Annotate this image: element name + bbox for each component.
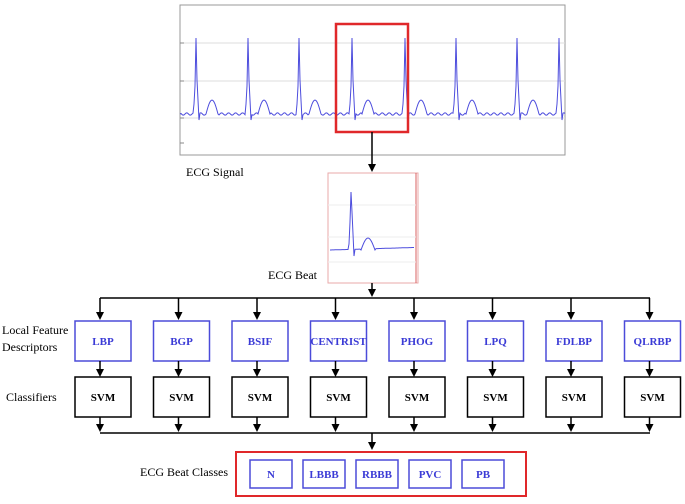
descriptor-box-bgp	[152, 320, 211, 362]
descriptor-label-bgp: BGP	[170, 336, 193, 348]
descriptor-box-bsif	[231, 320, 289, 362]
ecg-beat-label: ECG Beat	[268, 268, 318, 282]
beat-classes-label: ECG Beat Classes	[140, 465, 228, 479]
descriptor-box-qlrbp	[623, 320, 682, 362]
class-label-pvc: PVC	[419, 469, 442, 481]
descriptor-box-lbp	[74, 320, 132, 362]
descriptors-label-line1: Local Feature	[2, 323, 68, 337]
class-label-n: N	[267, 469, 275, 481]
descriptor-label-lbp: LBP	[92, 336, 114, 348]
ecg-signal-label: ECG Signal	[186, 165, 244, 179]
svm-label-7: SVM	[562, 392, 587, 404]
ecg-signal-plot	[179, 4, 566, 156]
svm-label-5: SVM	[405, 392, 430, 404]
svm-label-6: SVM	[483, 392, 508, 404]
descriptor-label-bsif: BSIF	[248, 336, 273, 348]
descriptor-label-phog: PHOG	[401, 336, 434, 348]
svm-label-4: SVM	[326, 392, 351, 404]
descriptor-label-lpq: LPQ	[484, 336, 507, 348]
class-label-lbbb: LBBB	[309, 469, 339, 481]
svm-box-6	[466, 376, 525, 418]
descriptors-label-line2: Descriptors	[2, 340, 58, 354]
svm-box-8	[623, 376, 682, 418]
svm-box-1	[74, 376, 132, 418]
svm-label-1: SVM	[91, 392, 116, 404]
class-box-n	[249, 459, 293, 489]
descriptor-label-centrist: CENTRIST	[310, 336, 367, 348]
svm-box-3	[231, 376, 289, 418]
beat-grid	[328, 204, 416, 263]
class-label-rbbb: RBBB	[362, 469, 393, 481]
ecg-signal-trace	[179, 37, 566, 121]
svm-box-5	[388, 376, 446, 418]
beat-classes-group: N LBBB RBBB PVC PB	[249, 459, 505, 489]
class-box-rbbb	[355, 459, 399, 489]
class-box-lbbb	[302, 459, 346, 489]
svm-label-2: SVM	[169, 392, 194, 404]
class-label-pb: PB	[476, 469, 491, 481]
descriptor-box-fdlbp	[545, 320, 603, 362]
svm-box-2	[152, 376, 211, 418]
descriptor-box-lpq	[466, 320, 525, 362]
svm-label-3: SVM	[248, 392, 273, 404]
descriptor-box-centrist	[309, 320, 368, 362]
svm-box-4	[309, 376, 368, 418]
pipeline-columns: LBP SVM BGP SVM BSIF SVM CENTRIST SVM PHOG SVM LPQ…	[74, 298, 682, 432]
descriptor-box-phog	[388, 320, 446, 362]
descriptor-label-fdlbp: FDLBP	[556, 336, 592, 348]
classifiers-label: Classifiers	[6, 390, 57, 404]
descriptor-label-qlrbp: QLRBP	[634, 336, 672, 348]
ecg-beat-plot	[327, 172, 419, 284]
class-box-pb	[461, 459, 505, 489]
svm-box-7	[545, 376, 603, 418]
ecg-beat-trace	[330, 191, 414, 257]
signal-grid	[180, 42, 565, 144]
svm-label-8: SVM	[640, 392, 665, 404]
class-box-pvc	[408, 459, 452, 489]
